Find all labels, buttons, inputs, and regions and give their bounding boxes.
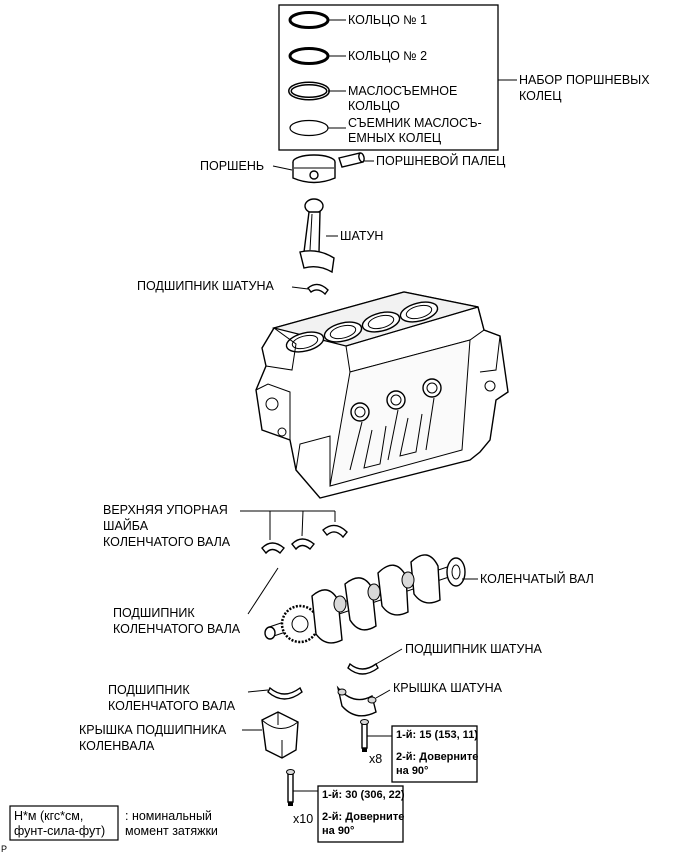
- main-cap-label-1: КРЫШКА ПОДШИПНИКА: [79, 723, 227, 737]
- main-cap-label-2: КОЛЕНВАЛА: [79, 739, 155, 753]
- connecting-rod-icon: [299, 198, 335, 274]
- conrod-bearing-lower-icon: [347, 662, 379, 675]
- piston-pin-icon: [338, 152, 365, 168]
- legend-unit-1: Н*м (кгс*см,: [14, 809, 83, 823]
- main-bolt-count: x10: [293, 812, 313, 826]
- expander-label-1: СЪЕМНИК МАСЛОСЪ-: [348, 116, 482, 130]
- crank-bearing-lower-label-1: ПОДШИПНИК: [108, 683, 190, 697]
- crankshaft-label: КОЛЕНЧАТЫЙ ВАЛ: [480, 571, 594, 586]
- crank-bearing-upper-label-2: КОЛЕНЧАТОГО ВАЛА: [113, 622, 241, 636]
- thrust-washer-label-3: КОЛЕНЧАТОГО ВАЛА: [103, 535, 231, 549]
- main-torque-step2-1: 2-й: Доверните: [322, 811, 404, 823]
- oil-ring-icon: [288, 81, 330, 101]
- crank-bearing-lower-icon: [267, 686, 303, 700]
- crank-bearing-upper-label-1: ПОДШИПНИК: [113, 606, 195, 620]
- conrod-torque-step1: 1-й: 15 (153, 11): [396, 729, 478, 741]
- conrod-bearing-lower-label: ПОДШИПНИК ШАТУНА: [405, 642, 543, 656]
- crank-bearing-lower-label-2: КОЛЕНЧАТОГО ВАЛА: [108, 699, 236, 713]
- main-bolt-icon: [286, 769, 295, 806]
- cylinder-block-icon: [255, 291, 509, 499]
- oil-ring-label-1: МАСЛОСЪЕМНОЕ: [348, 84, 457, 98]
- thrust-washer-label-1: ВЕРХНЯЯ УПОРНАЯ: [103, 503, 228, 517]
- piston-ring-set-box: КОЛЬЦО № 1 КОЛЬЦО № 2 МАСЛОСЪЕМНОЕ КОЛЬЦ…: [278, 4, 499, 151]
- main-torque-box: 1-й: 30 (306, 22) 2-й: Доверните на 90°: [317, 785, 405, 843]
- thrust-washer-label-2: ШАЙБА: [103, 518, 149, 533]
- ring-1-label: КОЛЬЦО № 1: [348, 13, 427, 27]
- piston-pin-label: ПОРШНЕВОЙ ПАЛЕЦ: [376, 153, 506, 168]
- conrod-bolt-count: x8: [369, 752, 382, 766]
- torque-legend: Н*м (кгс*см, фунт-сила-фут) : номинальны…: [9, 805, 218, 841]
- conrod-torque-step2-1: 2-й: Доверните: [396, 751, 478, 763]
- main-torque-step1: 1-й: 30 (306, 22): [322, 789, 405, 801]
- ring-set-label-2: КОЛЕЦ: [519, 89, 562, 103]
- legend-desc-1: : номинальный: [125, 809, 212, 823]
- main-torque-step2-2: на 90°: [322, 825, 354, 837]
- oil-ring-label-2: КОЛЬЦО: [348, 99, 400, 113]
- piston-label: ПОРШЕНЬ: [200, 159, 264, 173]
- ring-1-icon: [288, 11, 330, 29]
- main-bearing-cap-icon: [261, 711, 299, 759]
- expander-icon: [289, 119, 329, 137]
- ring-2-icon: [288, 47, 330, 65]
- conrod-cap-label: КРЫШКА ШАТУНА: [393, 681, 503, 695]
- ring-set-label-1: НАБОР ПОРШНЕВЫХ: [519, 73, 650, 87]
- conrod-label: ШАТУН: [340, 229, 383, 243]
- piston-icon: [292, 154, 336, 184]
- expander-label-2: ЕМНЫХ КОЛЕЦ: [348, 131, 442, 145]
- conrod-bearing-upper-icon: [307, 283, 329, 296]
- legend-unit-2: фунт-сила-фут): [14, 824, 105, 838]
- conrod-bolt-icon: [360, 719, 369, 752]
- corner-mark: P: [1, 844, 7, 854]
- conrod-bearing-upper-label: ПОДШИПНИК ШАТУНА: [137, 279, 275, 293]
- conrod-torque-step2-2: на 90°: [396, 765, 428, 777]
- crankshaft-icon: [264, 554, 466, 644]
- thrust-washer-icon: [261, 524, 348, 555]
- ring-2-label: КОЛЬЦО № 2: [348, 49, 427, 63]
- legend-desc-2: момент затяжки: [125, 824, 218, 838]
- conrod-cap-icon: [336, 685, 377, 717]
- conrod-torque-box: 1-й: 15 (153, 11) 2-й: Доверните на 90°: [391, 725, 478, 783]
